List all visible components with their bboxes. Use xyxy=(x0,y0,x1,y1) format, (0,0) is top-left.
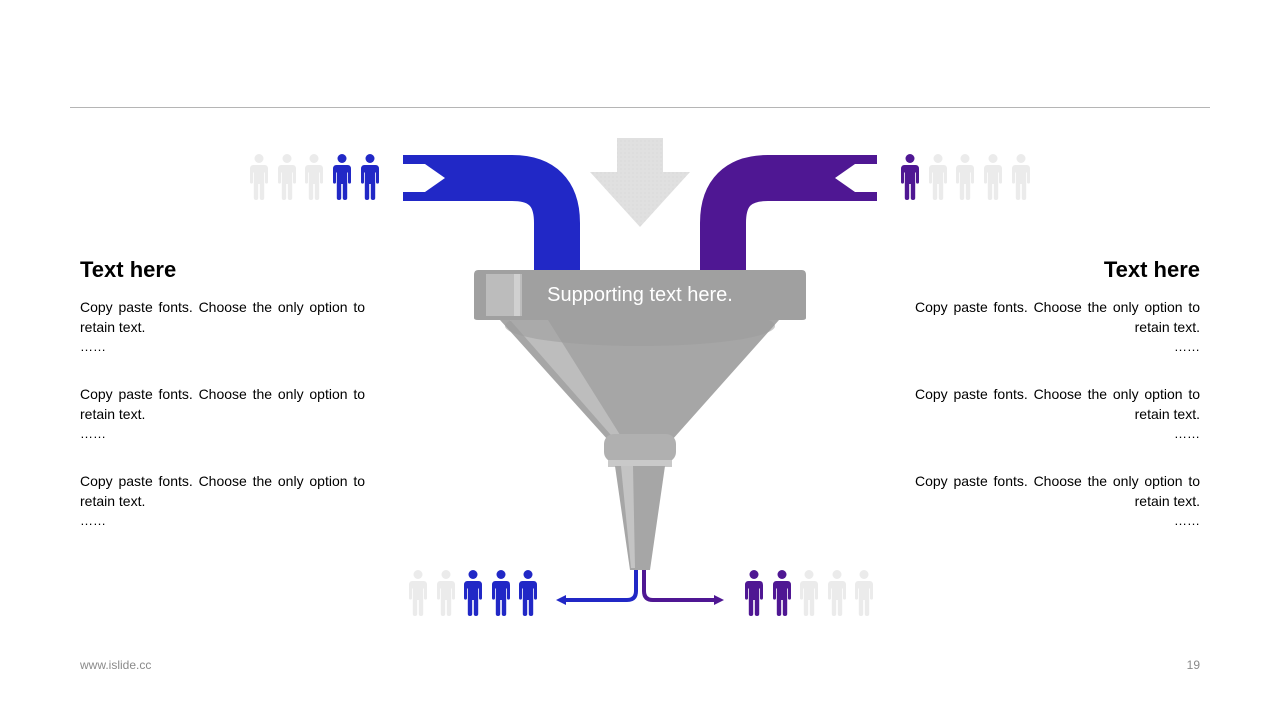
left-paragraph-body: Copy paste fonts. Choose the only option… xyxy=(80,386,365,422)
person-icon xyxy=(278,154,296,200)
person-icon xyxy=(333,154,351,200)
right-paragraph-3: Copy paste fonts. Choose the only option… xyxy=(915,471,1200,531)
arrow-down-icon-texture xyxy=(590,138,690,227)
purple-output-arrow xyxy=(642,570,724,605)
left-paragraph-3: Copy paste fonts. Choose the only option… xyxy=(80,471,365,531)
people-group-top-right xyxy=(901,154,1030,200)
right-text-column: Text here Copy paste fonts. Choose the o… xyxy=(915,255,1200,558)
people-group-bottom-left xyxy=(409,570,537,616)
person-icon xyxy=(437,570,455,616)
footer-url[interactable]: www.islide.cc xyxy=(80,658,152,672)
person-icon xyxy=(519,570,537,616)
people-group-bottom-right xyxy=(745,570,873,616)
funnel-icon xyxy=(474,270,806,570)
person-icon xyxy=(361,154,379,200)
people-group-top-left xyxy=(250,154,379,200)
left-paragraph-body: Copy paste fonts. Choose the only option… xyxy=(80,473,365,509)
person-icon xyxy=(929,154,947,200)
person-icon xyxy=(956,154,974,200)
funnel-label: Supporting text here. xyxy=(547,284,733,306)
person-icon xyxy=(745,570,763,616)
header-divider xyxy=(70,107,1210,108)
right-paragraph-ellipsis: …… xyxy=(1174,426,1200,441)
purple-pipe xyxy=(700,155,877,272)
left-text-column: Text here Copy paste fonts. Choose the o… xyxy=(80,255,365,558)
person-icon xyxy=(250,154,268,200)
left-paragraph-body: Copy paste fonts. Choose the only option… xyxy=(80,299,365,335)
arrow-left-icon xyxy=(835,164,877,192)
person-icon xyxy=(901,154,919,200)
right-heading: Text here xyxy=(1103,257,1200,282)
person-icon xyxy=(492,570,510,616)
person-icon xyxy=(800,570,818,616)
right-paragraph-ellipsis: …… xyxy=(1174,339,1200,354)
person-icon xyxy=(828,570,846,616)
right-paragraph-body: Copy paste fonts. Choose the only option… xyxy=(915,386,1200,422)
left-paragraph-ellipsis: …… xyxy=(80,513,106,528)
person-icon xyxy=(773,570,791,616)
arrow-right-icon xyxy=(403,164,445,192)
person-icon xyxy=(1012,154,1030,200)
right-paragraph-body: Copy paste fonts. Choose the only option… xyxy=(915,299,1200,335)
left-heading: Text here xyxy=(80,257,177,282)
person-icon xyxy=(984,154,1002,200)
left-paragraph-ellipsis: …… xyxy=(80,426,106,441)
person-icon xyxy=(464,570,482,616)
left-paragraph-ellipsis: …… xyxy=(80,339,106,354)
right-paragraph-ellipsis: …… xyxy=(1174,513,1200,528)
page-number: 19 xyxy=(1186,658,1200,672)
person-icon xyxy=(855,570,873,616)
right-paragraph-2: Copy paste fonts. Choose the only option… xyxy=(915,384,1200,444)
person-icon xyxy=(409,570,427,616)
right-paragraph-body: Copy paste fonts. Choose the only option… xyxy=(915,473,1200,509)
person-icon xyxy=(305,154,323,200)
left-paragraph-2: Copy paste fonts. Choose the only option… xyxy=(80,384,365,444)
left-paragraph-1: Copy paste fonts. Choose the only option… xyxy=(80,297,365,357)
blue-pipe xyxy=(403,155,580,272)
right-paragraph-1: Copy paste fonts. Choose the only option… xyxy=(915,297,1200,357)
blue-output-arrow xyxy=(556,570,638,605)
